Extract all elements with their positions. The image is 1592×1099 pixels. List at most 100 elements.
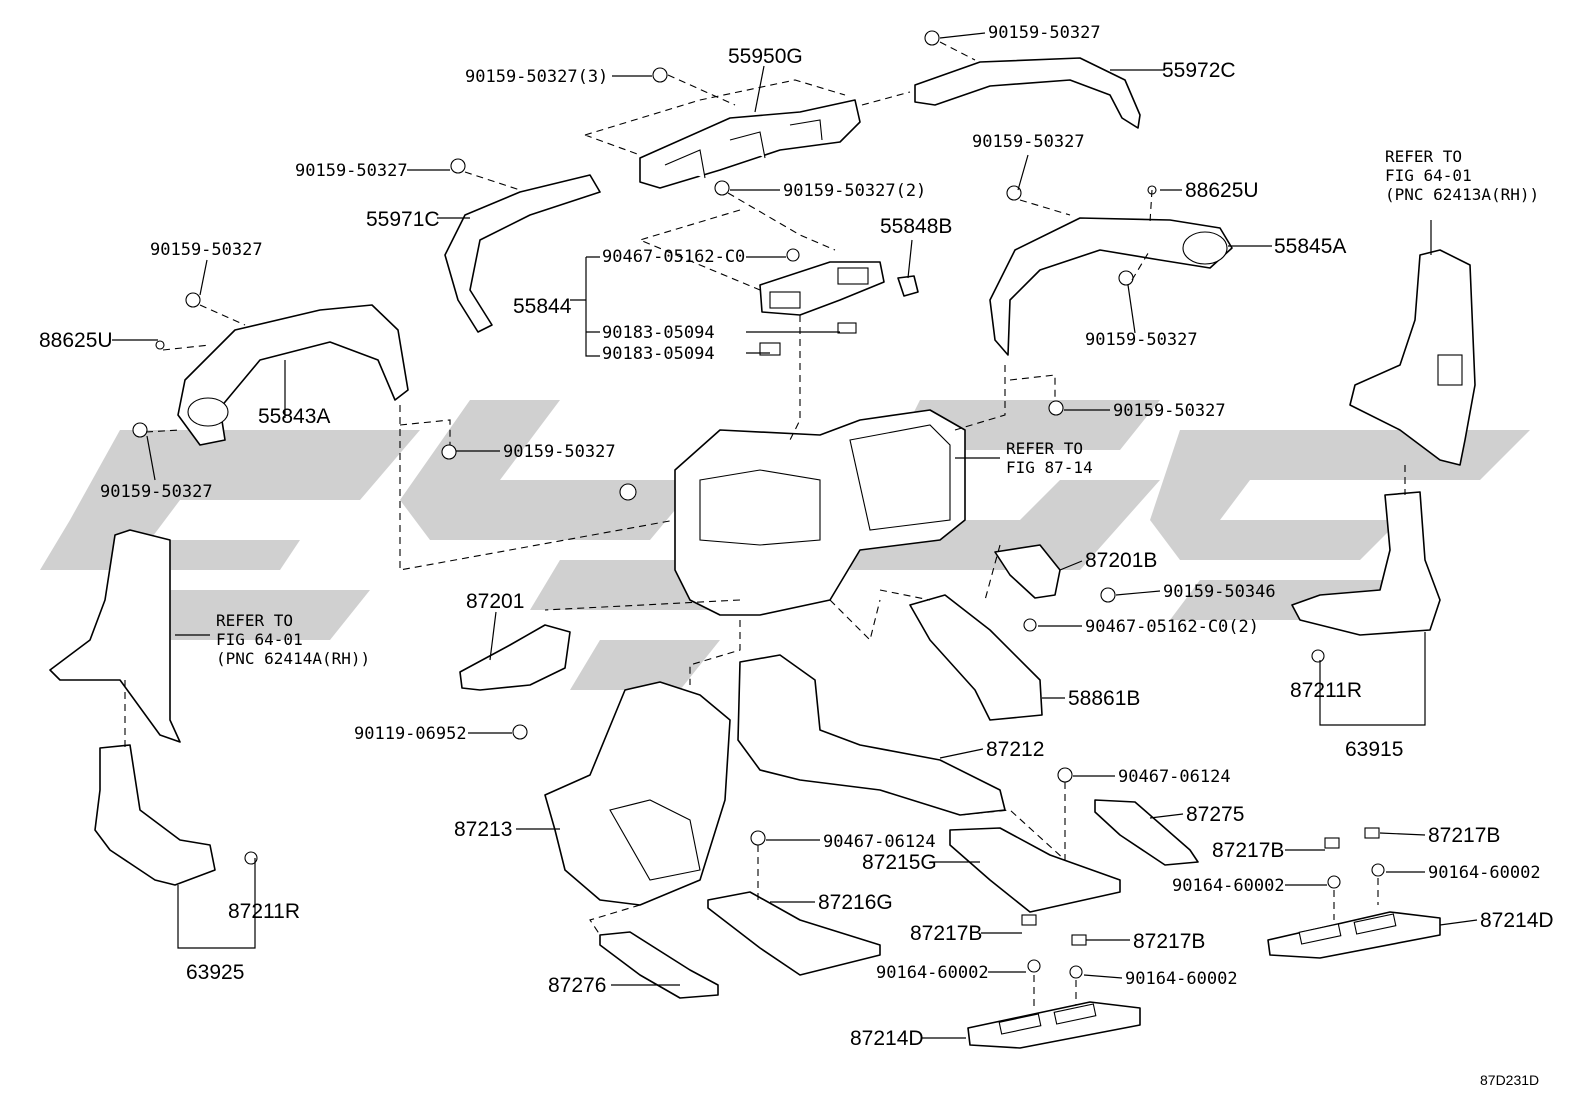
label-87217B-mid1: 87217B [910, 922, 982, 945]
label-87212: 87212 [986, 738, 1044, 761]
label-90159-50327-top: 90159-50327 [988, 23, 1101, 43]
nozzle-55844 [759, 261, 885, 316]
label-87213: 87213 [454, 818, 512, 841]
bolt-icon [1100, 587, 1116, 603]
duct-55950G [639, 99, 861, 189]
label-87211R-right: 87211R [1290, 679, 1362, 702]
ref-fig-64-01-left-line2: FIG 64-01 [216, 630, 303, 649]
bolt-icon [1027, 959, 1041, 973]
label-90159-50327-mid: 90159-50327 [503, 442, 616, 462]
duct-87212 [737, 654, 1006, 816]
duct-87276 [599, 931, 719, 999]
bolt-icon [924, 30, 940, 46]
label-90183-05094-a: 90183-05094 [602, 323, 715, 343]
label-55845A: 55845A [1274, 235, 1346, 258]
label-90119-06952: 90119-06952 [354, 724, 467, 744]
label-55971C: 55971C [366, 208, 440, 231]
ref-fig-64-01-left-line1: REFER TO [216, 611, 293, 630]
label-90159-50327-rtop: 90159-50327 [972, 132, 1085, 152]
label-88625U-right: 88625U [1185, 179, 1259, 202]
bolt-icon [1118, 270, 1134, 286]
label-55848B: 55848B [880, 215, 952, 238]
bolt-icon [1023, 618, 1037, 632]
label-87214D-mid: 87214D [850, 1027, 924, 1050]
bolt-icon [185, 292, 201, 308]
label-87215G: 87215G [862, 851, 937, 874]
label-90467-06124-mid: 90467-06124 [823, 832, 936, 852]
bolt-icon [155, 340, 165, 350]
pillar-left [49, 529, 216, 886]
label-90164-60002-right1: 90164-60002 [1172, 876, 1285, 896]
duct-87275 [1094, 799, 1199, 866]
label-90183-05094-b: 90183-05094 [602, 344, 715, 364]
ref-fig-87-14-line2: FIG 87-14 [1006, 458, 1093, 477]
label-90164-60002-mid2: 90164-60002 [1125, 969, 1238, 989]
clips [759, 322, 1380, 946]
label-55844: 55844 [513, 295, 572, 318]
label-87217B-right2: 87217B [1428, 824, 1500, 847]
label-90159-50327-r2: 90159-50327 [1085, 330, 1198, 350]
duct-55971C [444, 174, 601, 333]
duct-87216G [707, 891, 881, 976]
part-58861B [909, 594, 1043, 721]
label-90467-05162-C0-2: 90467-05162-C0(2) [1085, 617, 1259, 637]
label-90159-50346: 90159-50346 [1163, 582, 1276, 602]
label-87276: 87276 [548, 974, 606, 997]
leader-lines [112, 32, 1478, 1039]
duct-55843A [177, 304, 409, 446]
label-87216G: 87216G [818, 891, 893, 914]
register-87214D-right [1267, 911, 1441, 959]
part-labels: 55950G 90159-50327(3) 90159-50327 55972C… [39, 23, 1554, 1050]
label-87214D-right: 87214D [1480, 909, 1554, 932]
label-88625U-left: 88625U [39, 329, 113, 352]
label-55972C: 55972C [1162, 59, 1236, 82]
bolt-icon [450, 158, 466, 174]
bolt-icon [1311, 649, 1325, 663]
label-90159-50327-lt: 90159-50327 [150, 240, 263, 260]
bolt-icon [750, 830, 766, 846]
bolt-icon [441, 444, 457, 460]
ref-fig-64-01-right-line2: FIG 64-01 [1385, 166, 1472, 185]
label-58861B: 58861B [1068, 687, 1140, 710]
label-90467-06124-right: 90467-06124 [1118, 767, 1231, 787]
bolt-icon [132, 422, 148, 438]
ref-fig-87-14-line1: REFER TO [1006, 439, 1083, 458]
clip-55848B [897, 275, 919, 297]
label-87201: 87201 [466, 590, 524, 613]
label-87201B: 87201B [1085, 549, 1157, 572]
bolt-icon [786, 248, 800, 262]
bolt-icon [244, 851, 258, 865]
ref-fig-64-01-right-line3: (PNC 62413A(RH)) [1385, 185, 1539, 204]
bolt-icons [132, 30, 1385, 979]
label-90159-50327-3: 90159-50327(3) [465, 67, 608, 87]
label-87275: 87275 [1186, 803, 1244, 826]
duct-87213 [544, 681, 731, 906]
part-87201 [459, 624, 571, 691]
duct-87215G [949, 827, 1121, 913]
bolt-icon [714, 180, 730, 196]
label-87217B-mid2: 87217B [1133, 930, 1205, 953]
figure-id: 87D231D [1480, 1072, 1539, 1088]
label-55843A: 55843A [258, 405, 330, 428]
pillar-right [1291, 249, 1476, 636]
bolt-icon [512, 724, 528, 740]
label-63915: 63915 [1345, 738, 1403, 761]
label-90159-50327-left: 90159-50327 [295, 161, 408, 181]
label-90159-50327-lb: 90159-50327 [100, 482, 213, 502]
bolt-icon [1069, 965, 1083, 979]
reference-notes: REFER TO FIG 87-14 REFER TO FIG 64-01 (P… [216, 147, 1539, 668]
label-87211R-left: 87211R [228, 900, 300, 923]
label-55950G: 55950G [728, 45, 803, 68]
ref-fig-64-01-left-line3: (PNC 62414A(RH)) [216, 649, 370, 668]
part-87201B [994, 544, 1061, 599]
heater-unit [619, 409, 966, 616]
label-90164-60002-mid1: 90164-60002 [876, 963, 989, 983]
bolt-icon [1006, 185, 1022, 201]
assembly-lines [124, 41, 1406, 1010]
duct-55972C [914, 57, 1141, 129]
bolt-icon [1057, 767, 1073, 783]
label-90164-60002-right2: 90164-60002 [1428, 863, 1541, 883]
label-90467-05162-C0: 90467-05162-C0 [602, 247, 745, 267]
bolt-icon [1327, 875, 1341, 889]
